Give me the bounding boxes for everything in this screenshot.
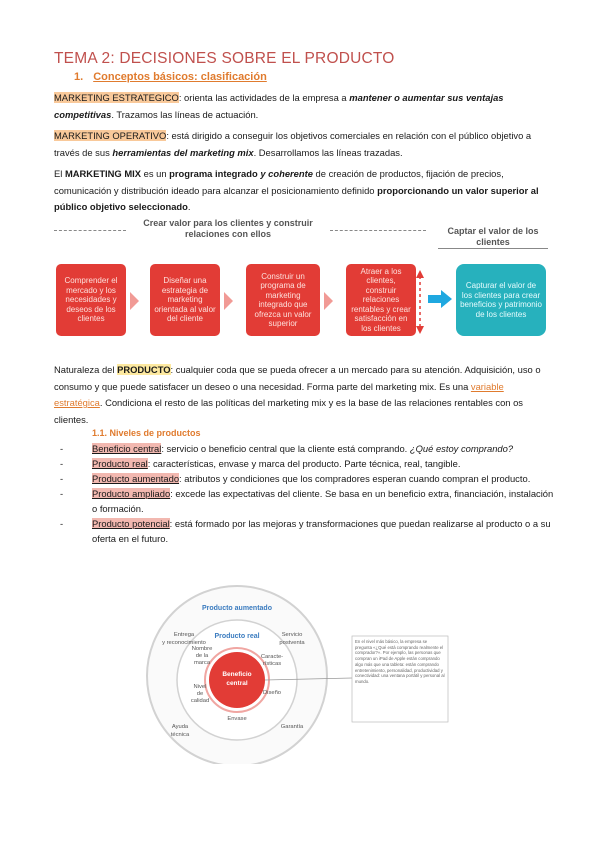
svg-text:Caracte-: Caracte- <box>261 654 283 660</box>
svg-text:calidad: calidad <box>191 698 209 704</box>
product-levels-list: 1.1. Niveles de productos - Beneficio ce… <box>54 426 554 546</box>
diagram-right-header: Captar el valor de los clientes <box>447 226 539 247</box>
svg-text:y reconocimiento: y reconocimiento <box>162 640 206 646</box>
arrow-icon <box>130 292 139 310</box>
svg-text:marca: marca <box>194 660 211 666</box>
svg-text:de la: de la <box>196 653 209 659</box>
paragraph-marketing-operativo: MARKETING OPERATIVO: está dirigido a con… <box>54 130 532 158</box>
right-arrow-icon <box>428 290 452 308</box>
bullet-dash: - <box>60 443 64 454</box>
svg-text:técnica: técnica <box>171 732 190 738</box>
core-circle <box>209 652 265 708</box>
svg-text:de: de <box>197 691 203 697</box>
page-title: TEMA 2: DECISIONES SOBRE EL PRODUCTO <box>54 50 395 67</box>
svg-text:Ayuda: Ayuda <box>172 724 189 730</box>
arrow-icon <box>224 292 233 310</box>
term-producto-potencial: Producto potencial <box>92 518 170 529</box>
list-item: - Beneficio central: servicio o benefici… <box>60 443 514 454</box>
outer-label: Producto aumentado <box>202 605 272 612</box>
process-step-5: Capturar el valor de los clientes para c… <box>456 264 546 336</box>
divider <box>54 230 126 231</box>
bullet-dash: - <box>60 458 64 469</box>
section-heading: 1. Conceptos básicos: clasificación <box>74 71 267 83</box>
arrow-icon <box>324 292 333 310</box>
note-text: En el nivel más básico, la empresa se pr… <box>355 639 445 684</box>
svg-text:Servicio: Servicio <box>282 632 303 638</box>
divider <box>330 230 426 231</box>
mid-label: Producto real <box>214 633 259 640</box>
term-producto: PRODUCTO <box>117 364 171 375</box>
section-number: 1. <box>74 71 84 83</box>
svg-text:postventa: postventa <box>279 640 305 646</box>
paragraph-producto: Naturaleza del PRODUCTO: cualquier coda … <box>54 364 541 425</box>
svg-text:Beneficio: Beneficio <box>222 671 251 678</box>
svg-text:Entrega: Entrega <box>174 632 195 638</box>
term-marketing-operativo: MARKETING OPERATIVO <box>54 130 167 141</box>
marketing-process-diagram: Crear valor para los clientes y construi… <box>54 218 548 348</box>
connector-line <box>264 677 353 681</box>
svg-text:Envase: Envase <box>227 716 246 722</box>
process-step-2: Diseñar una estrategia de marketing orie… <box>150 264 220 336</box>
bullet-dash: - <box>60 488 64 499</box>
double-arrow-icon <box>416 270 424 334</box>
term-variable-estrategica: variable estratégica <box>54 380 504 409</box>
svg-text:central: central <box>226 680 248 687</box>
svg-text:Diseño: Diseño <box>263 690 281 696</box>
section-title: Conceptos básicos: clasificación <box>93 71 267 83</box>
process-step-3: Construir un programa de marketing integ… <box>246 264 320 336</box>
term-beneficio-central: Beneficio central <box>92 443 162 454</box>
subsection-heading: 1.1. Niveles de productos <box>92 428 201 438</box>
diagram-left-header: Crear valor para los clientes y construi… <box>143 218 313 239</box>
list-item: - Producto ampliado: excede las expectat… <box>60 488 554 514</box>
note-box <box>351 635 449 723</box>
bullet-dash: - <box>60 518 64 529</box>
svg-text:rísticas: rísticas <box>263 661 281 667</box>
paragraph-marketing-estrategico: MARKETING ESTRATEGICO: orienta las activ… <box>54 92 504 120</box>
list-item: - Producto aumentado: atributos y condic… <box>60 473 531 484</box>
term-producto-aumentado: Producto aumentado <box>92 473 180 484</box>
svg-text:Garantía: Garantía <box>281 724 304 730</box>
divider <box>438 248 548 249</box>
process-step-4: Atraer a los clientes, construir relacio… <box>346 264 416 336</box>
svg-text:Nivel: Nivel <box>194 684 207 690</box>
paragraph-marketing-mix: El MARKETING MIX es un programa integrad… <box>54 168 539 212</box>
product-levels-figure: Producto aumentado Producto real Benefic… <box>146 585 449 764</box>
list-item: - Producto potencial: está formado por l… <box>60 518 551 544</box>
list-item: - Producto real: características, envase… <box>60 458 461 469</box>
term-marketing-estrategico: MARKETING ESTRATEGICO <box>54 92 179 103</box>
term-producto-ampliado: Producto ampliado <box>92 488 171 499</box>
svg-text:Nombre: Nombre <box>192 646 213 652</box>
bullet-dash: - <box>60 473 64 484</box>
process-step-1: Comprender el mercado y los necesidades … <box>56 264 126 336</box>
term-producto-real: Producto real <box>92 458 148 469</box>
